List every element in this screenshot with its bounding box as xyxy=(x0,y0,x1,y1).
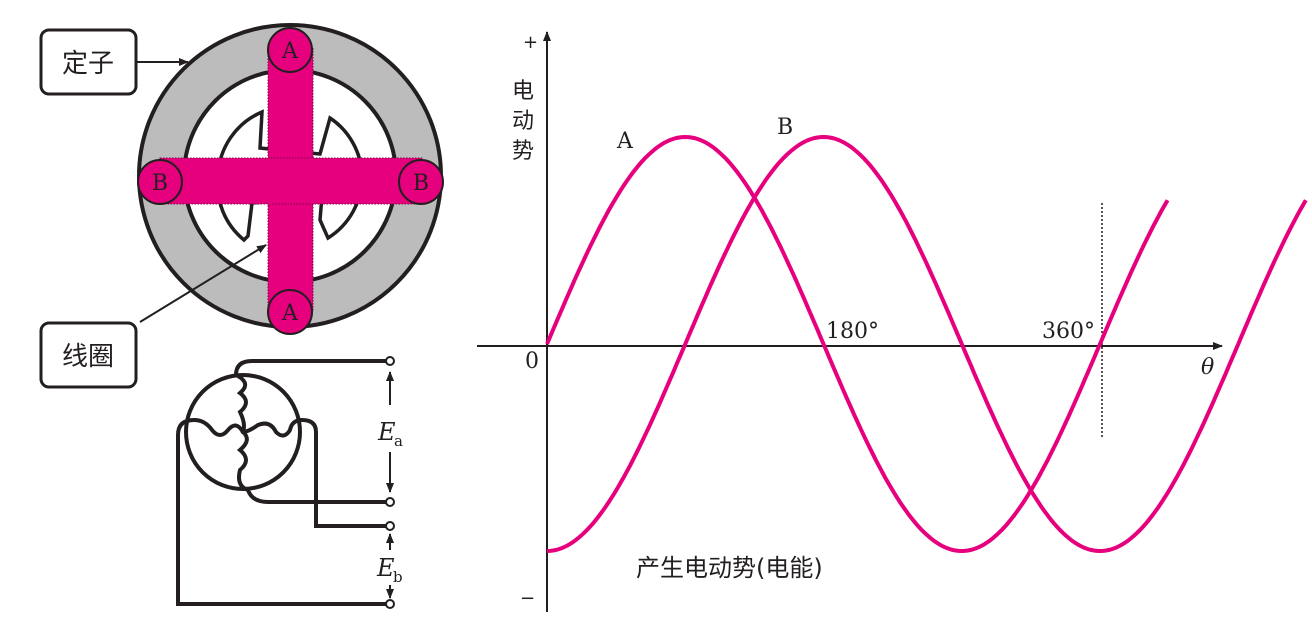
y-label-char: 势 xyxy=(512,139,534,164)
voltage-ea: E a xyxy=(377,371,403,493)
winding-schematic xyxy=(176,359,386,606)
y-label-char: 动 xyxy=(512,109,534,134)
origin-label: 0 xyxy=(525,349,539,374)
series-b-curve xyxy=(546,134,1308,554)
svg-text:E: E xyxy=(376,554,395,582)
pole-a-bottom: A xyxy=(267,289,313,335)
stator-callout: 定子 xyxy=(39,28,189,96)
series-a-curve xyxy=(545,134,1170,554)
svg-text:B: B xyxy=(152,171,168,196)
generator-cross-section: A A B B xyxy=(137,23,444,335)
pole-b-right: B xyxy=(398,159,444,205)
x-axis-label: θ xyxy=(1201,355,1214,380)
svg-text:a: a xyxy=(394,432,403,450)
svg-text:定子: 定子 xyxy=(62,49,114,79)
svg-text:E: E xyxy=(377,418,396,446)
terminals xyxy=(385,356,395,609)
svg-text:b: b xyxy=(393,568,403,586)
coil-b-bar xyxy=(159,157,423,205)
svg-text:A: A xyxy=(281,301,299,326)
tick-360: 360° xyxy=(1042,319,1095,344)
tick-180: 180° xyxy=(826,319,879,344)
chart-caption: 产生电动势(电能) xyxy=(636,554,823,582)
coil-callout: 线圈 xyxy=(39,244,267,389)
voltage-eb: E b xyxy=(376,533,403,599)
pole-a-top: A xyxy=(267,27,313,73)
svg-text:B: B xyxy=(413,171,429,196)
series-a-label: A xyxy=(616,129,634,154)
y-minus-label: − xyxy=(520,588,535,609)
emf-chart: + − 电 动 势 0 180° 360° θ A B 产生电动势(电能) xyxy=(477,31,1308,612)
svg-text:线圈: 线圈 xyxy=(62,342,114,372)
y-label-char: 电 xyxy=(512,79,534,104)
pole-b-left: B xyxy=(137,159,183,205)
svg-text:A: A xyxy=(281,39,299,64)
series-b-label: B xyxy=(777,115,793,140)
y-plus-label: + xyxy=(523,32,538,53)
